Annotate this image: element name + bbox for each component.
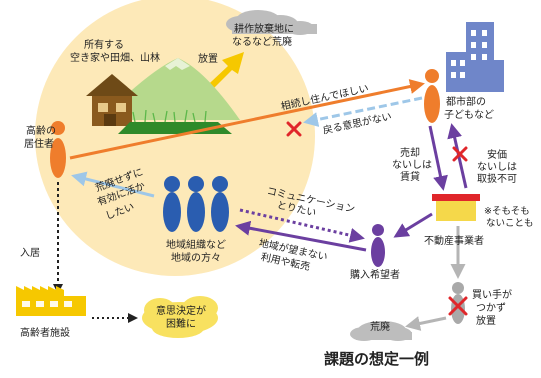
cheap-label-line2: ないしは	[477, 162, 517, 173]
buyer-icon	[371, 224, 385, 267]
note-label-line1: ※そもそも	[484, 206, 530, 217]
city-buildings-icon	[446, 22, 504, 92]
agent-label: 不動産事業者	[424, 236, 484, 247]
urban-label-line1: 都市部の	[446, 97, 486, 108]
ruin-arrow	[405, 316, 447, 331]
abandoned-label-line1: 耕作放棄地に	[234, 24, 294, 35]
red-x-return-icon	[286, 121, 302, 137]
caption: 課題の想定一例	[324, 350, 430, 368]
abandoned-label-line2: なるなど荒廃	[232, 37, 292, 48]
community-label-line2: 地域の方々	[171, 253, 221, 264]
elderly-label-line1: 高齢の	[26, 126, 56, 137]
elderly-person-icon	[50, 121, 66, 178]
note-label-line2: ないことも	[486, 218, 534, 229]
sell-arrow	[428, 125, 448, 191]
no-buyer-label-line1: 買い手が	[472, 290, 512, 301]
communicate-arrow	[239, 208, 365, 243]
community-group-icon	[163, 176, 229, 232]
agent-to-buyer-arrow	[393, 212, 433, 238]
ruin-label: 荒廃	[370, 322, 390, 333]
facility-icon	[16, 286, 86, 316]
decision-label-line2: 困難に	[166, 319, 196, 330]
cloud-top-icon	[226, 10, 317, 35]
no-buyer-label-line2: つかず	[476, 303, 506, 314]
buyer-label: 購入希望者	[350, 270, 400, 281]
sell-label-line3: 賃貸	[400, 172, 420, 183]
real-estate-agent-icon	[432, 194, 480, 221]
facility-label: 高齢者施設	[20, 328, 70, 339]
cheap-label-line3: 取扱不可	[477, 174, 517, 185]
red-x-no-buyer-icon	[448, 296, 468, 316]
move-in-label: 入居	[20, 248, 40, 259]
utilize-arrow	[71, 171, 155, 198]
decision-label-line1: 意思決定が	[156, 306, 206, 317]
neglect-label: 放置	[198, 54, 218, 65]
house-icon	[86, 74, 138, 126]
region-circle	[35, 0, 315, 276]
red-x-cheap-icon	[452, 146, 468, 162]
cheap-label-line1: 安価	[487, 150, 507, 161]
ruin-cloud-icon	[350, 321, 412, 341]
inherit-arrow	[69, 79, 425, 160]
decision-cloud-icon	[142, 296, 218, 338]
owned-label-line2: 空き家や田畑、山林	[70, 53, 160, 64]
no-buyer-label-line3: 放置	[476, 316, 496, 327]
urban-child-icon	[424, 69, 440, 123]
owned-label-line1: 所有する	[84, 40, 124, 51]
sell-label-line1: 売却	[400, 148, 420, 159]
mountain-icon	[100, 58, 240, 120]
unwanted-arrow	[235, 220, 367, 252]
no-return-arrow	[303, 96, 423, 127]
community-label-line1: 地域組織など	[166, 240, 226, 251]
urban-label-line2: 子どもなど	[444, 110, 494, 121]
sell-label-line2: ないしは	[392, 160, 432, 171]
elderly-label-line2: 居住者	[24, 139, 54, 150]
